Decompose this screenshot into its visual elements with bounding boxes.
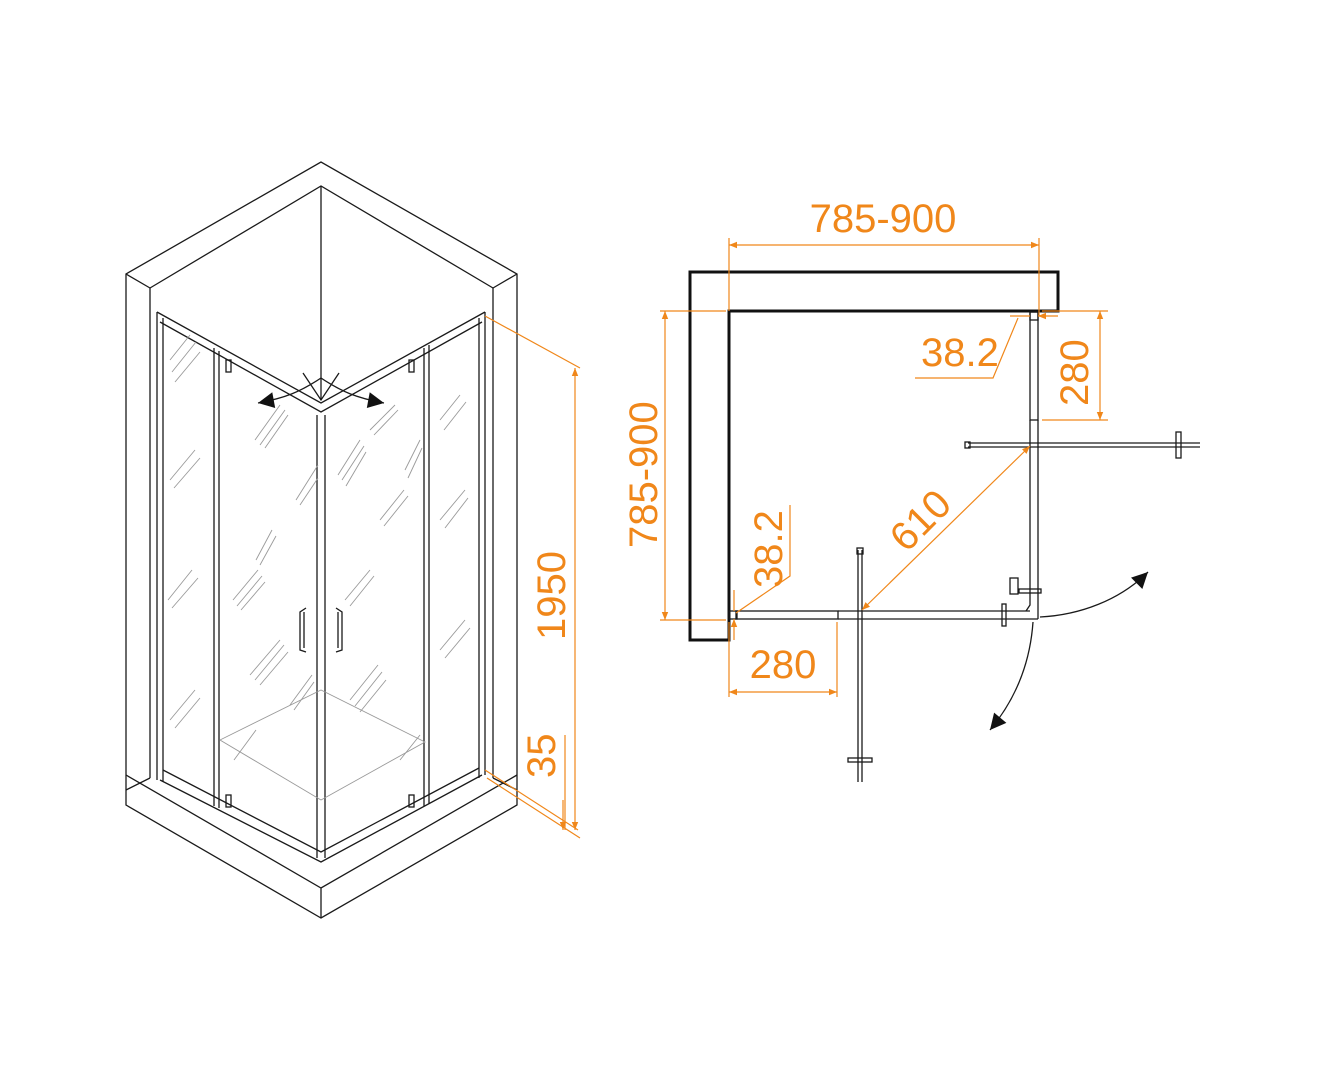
- plan-view: [660, 238, 1200, 782]
- shower-enclosure: [156, 311, 486, 863]
- right-panel: [1009, 311, 1042, 619]
- fixed-bottom-label: 280: [750, 643, 817, 687]
- glass-hatching: [167, 334, 471, 761]
- tray-height-label: 35: [520, 734, 564, 779]
- height-dimension: [484, 315, 581, 839]
- width-label: 785-900: [810, 197, 957, 241]
- bottom-panel: [728, 603, 1038, 627]
- depth-label: 785-900: [622, 401, 666, 548]
- isometric-view: [125, 161, 581, 919]
- height-label: 1950: [530, 551, 574, 640]
- walls: [688, 270, 1060, 642]
- dimension-lines: [660, 238, 1108, 697]
- open-door-bottom: [847, 547, 873, 782]
- swing-arrow-right: [1039, 571, 1149, 618]
- handle-right: [335, 607, 343, 653]
- swing-arrow-down: [989, 621, 1034, 731]
- handle-left: [299, 607, 307, 653]
- entry-width-label: 610: [882, 482, 960, 560]
- room-walls: [125, 161, 518, 919]
- fixed-right-label: 280: [1053, 339, 1097, 406]
- profile-left-label: 38.2: [747, 510, 791, 588]
- open-door-right: [964, 431, 1200, 459]
- profile-top-label: 38.2: [921, 331, 999, 375]
